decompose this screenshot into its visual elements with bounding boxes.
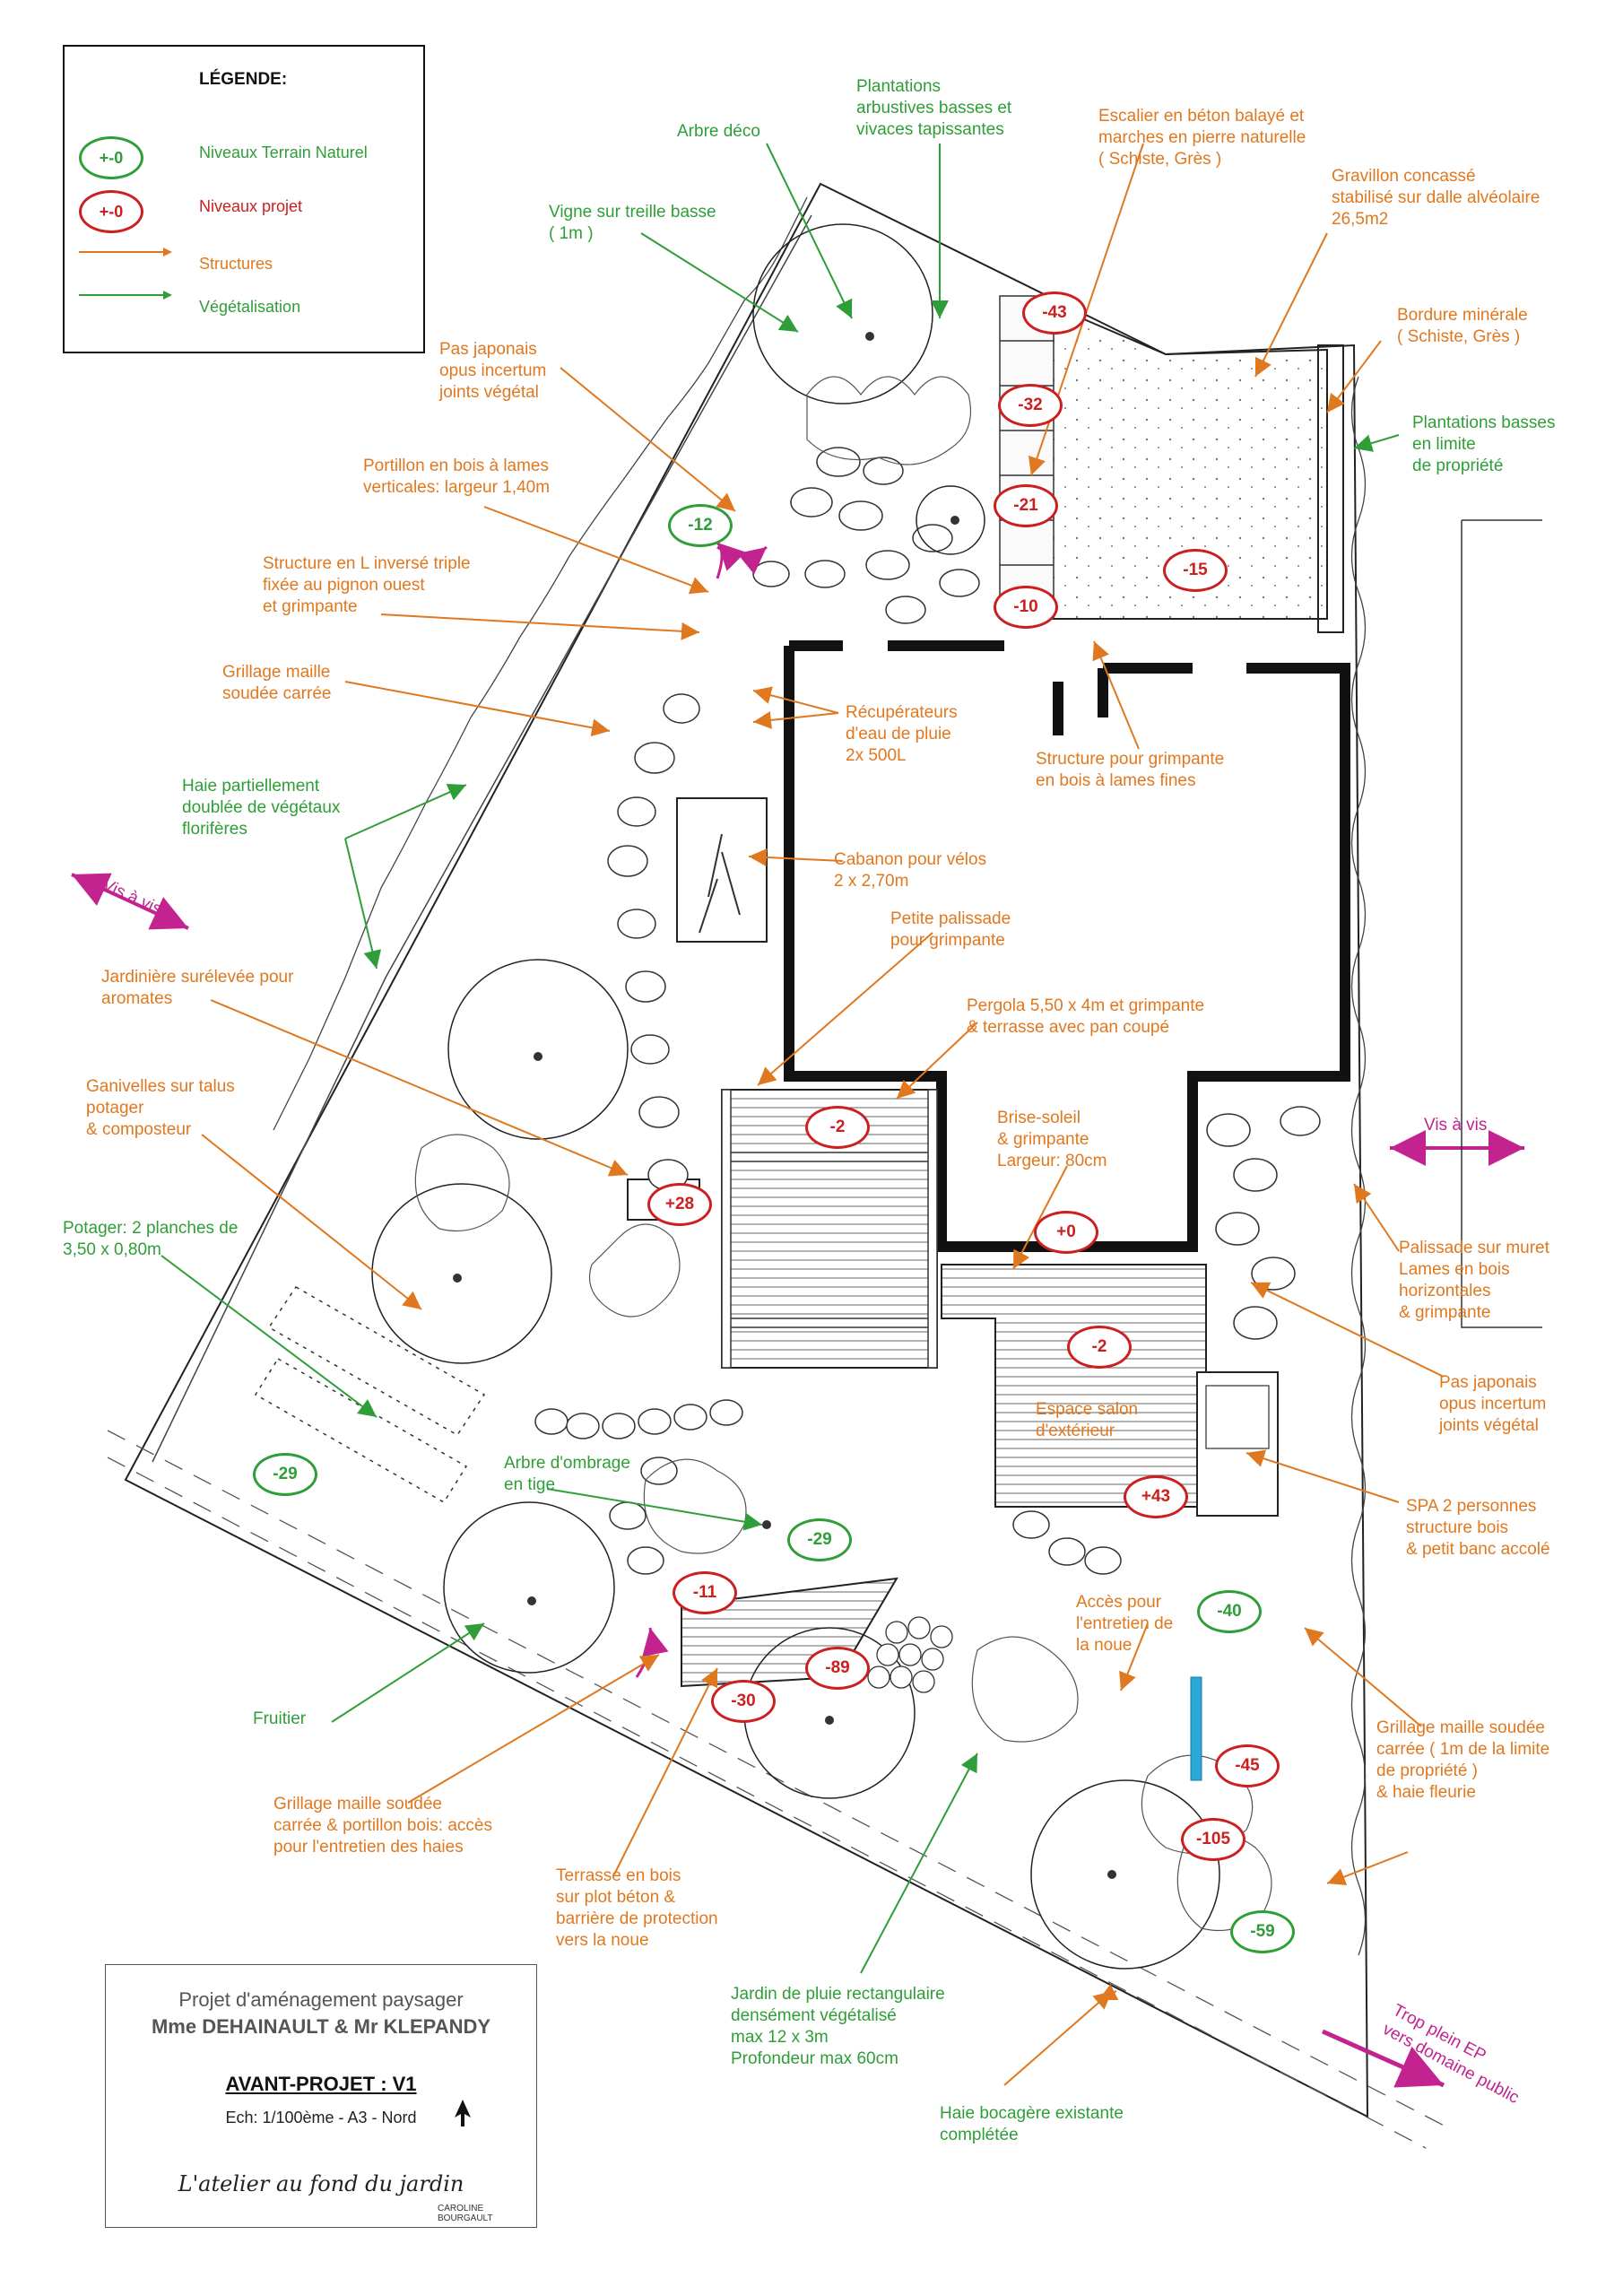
- level-project: -2: [805, 1106, 870, 1149]
- label-haie-bocagere: Haie bocagère existante complétée: [940, 2104, 1124, 2144]
- studio-signature: L'atelier au fond du jardin: [178, 2171, 464, 2196]
- level-natural: -12: [668, 504, 733, 547]
- legend-natural-level-label: Niveaux Terrain Naturel: [199, 144, 368, 161]
- level-project: -30: [711, 1680, 776, 1723]
- bike-shed: [676, 797, 768, 943]
- label-gravillon: Gravillon concassé stabilisé sur dalle a…: [1332, 167, 1541, 229]
- label-haie-partielle: Haie partiellement doublée de végétaux f…: [182, 777, 341, 839]
- label-structure-l: Structure en L inversé triple fixée au p…: [263, 554, 471, 616]
- label-pergola: Pergola 5,50 x 4m et grimpante & terrass…: [967, 996, 1205, 1037]
- scale-info: Ech: 1/100ème - A3 - Nord: [225, 2109, 417, 2126]
- tree-canopies: [371, 223, 1220, 1970]
- level-project: -89: [805, 1647, 870, 1690]
- level-project: -10: [994, 586, 1058, 629]
- level-project: -21: [994, 484, 1058, 527]
- mineral-border: [1317, 344, 1344, 633]
- label-potager: Potager: 2 planches de 3,50 x 0,80m: [63, 1219, 239, 1259]
- spa: [1196, 1371, 1279, 1517]
- vegetable-beds: [254, 1286, 486, 1504]
- label-plantations-arbustives: Plantations arbustives basses et vivaces…: [856, 77, 1012, 139]
- boulders: [867, 1616, 953, 1693]
- label-vigne: Vigne sur treille basse ( 1m ): [549, 203, 716, 243]
- label-espace-salon: Espace salon d'extérieur: [1036, 1400, 1139, 1440]
- overflow-arrow: [1321, 2029, 1445, 2088]
- label-ganivelles: Ganivelles sur talus potager & composteu…: [86, 1077, 235, 1139]
- vis-a-vis-arrow-left: [71, 873, 189, 930]
- label-escalier: Escalier en béton balayé et marches en p…: [1098, 107, 1306, 169]
- level-project: +28: [647, 1183, 712, 1226]
- level-project: -2: [1067, 1326, 1132, 1369]
- overflow-pipe: [1190, 1676, 1202, 1781]
- stepping-stones: [534, 447, 1321, 1575]
- legend-vegetation-arrow: [79, 291, 172, 300]
- project-title: Projet d'aménagement paysager: [178, 1988, 464, 2011]
- label-terrasse-bois: Terrasse en bois sur plot béton & barriè…: [556, 1866, 718, 1950]
- legend-project-level-label: Niveaux projet: [199, 197, 303, 215]
- label-jardiniere: Jardinière surélevée pour aromates: [101, 968, 294, 1008]
- label-grillage-2: Grillage maille soudée carrée ( 1m de la…: [1376, 1718, 1550, 1802]
- label-plantations-basses: Plantations basses en limite de propriét…: [1412, 413, 1556, 475]
- title-block: Projet d'aménagement paysager Mme DEHAIN…: [105, 1964, 537, 2228]
- author-name: CAROLINE BOURGAULT: [438, 2204, 493, 2223]
- level-natural: -59: [1230, 1910, 1295, 1953]
- label-recuperateurs: Récupérateurs d'eau de pluie 2x 500L: [846, 703, 958, 765]
- level-project: -15: [1163, 549, 1228, 592]
- north-arrow-icon: [455, 2100, 471, 2126]
- shrub-masses: [414, 376, 1272, 1932]
- label-petite-palissade: Petite palissade pour grimpante: [890, 909, 1011, 950]
- legend-title: LÉGENDE:: [199, 70, 288, 89]
- level-natural: -29: [787, 1518, 852, 1561]
- level-project: -32: [998, 384, 1063, 427]
- label-structure-grimpante: Structure pour grimpante en bois à lames…: [1036, 750, 1225, 790]
- label-brise-soleil: Brise-soleil & grimpante Largeur: 80cm: [997, 1109, 1107, 1170]
- legend-structures-arrow: [79, 248, 172, 257]
- label-grillage-3: Grillage maille soudée carrée & portillo…: [273, 1795, 492, 1857]
- level-project: -105: [1181, 1818, 1245, 1861]
- label-cabanon: Cabanon pour vélos 2 x 2,70m: [834, 850, 987, 891]
- label-pas-japonais-1: Pas japonais opus incertum joints végéta…: [439, 340, 547, 402]
- legend-structures-label: Structures: [199, 255, 273, 273]
- label-palissade-muret: Palissade sur muret Lames en bois horizo…: [1399, 1239, 1549, 1322]
- label-grillage-1: Grillage maille soudée carrée: [222, 663, 332, 703]
- level-project: +0: [1034, 1211, 1098, 1254]
- label-portillon: Portillon en bois à lames verticales: la…: [363, 457, 551, 497]
- level-project: -43: [1022, 291, 1087, 335]
- level-natural: -40: [1197, 1590, 1262, 1633]
- legend: LÉGENDE: +-0 Niveaux Terrain Naturel +-0…: [63, 45, 425, 353]
- label-vis-a-vis-right: Vis à vis: [1424, 1116, 1488, 1135]
- label-fruitier: Fruitier: [253, 1709, 307, 1728]
- legend-natural-level-symbol: +-0: [79, 136, 143, 179]
- label-spa: SPA 2 personnes structure bois & petit b…: [1406, 1497, 1550, 1559]
- level-natural: -29: [253, 1453, 317, 1496]
- legend-project-level-symbol: +-0: [79, 190, 143, 233]
- level-project: +43: [1124, 1475, 1188, 1518]
- label-acces-noue: Accès pour l'entretien de la noue: [1076, 1593, 1174, 1655]
- project-phase: AVANT-PROJET : V1: [225, 2073, 417, 2095]
- legend-vegetation-label: Végétalisation: [199, 298, 301, 316]
- gate-north: [716, 545, 768, 575]
- gate-south: [635, 1627, 669, 1678]
- level-project: -45: [1215, 1744, 1280, 1787]
- stairs: [999, 295, 1055, 620]
- client-names: Mme DEHAINAULT & Mr KLEPANDY: [151, 2015, 491, 2038]
- level-project: -11: [673, 1571, 737, 1614]
- label-arbre-deco: Arbre déco: [677, 122, 760, 141]
- label-arbre-ombrage: Arbre d'ombrage en tige: [504, 1454, 630, 1494]
- label-bordure: Bordure minérale ( Schiste, Grès ): [1397, 306, 1528, 346]
- label-jardin-pluie: Jardin de pluie rectangulaire densément …: [731, 1985, 945, 2068]
- label-pas-japonais-2: Pas japonais opus incertum joints végéta…: [1439, 1373, 1547, 1435]
